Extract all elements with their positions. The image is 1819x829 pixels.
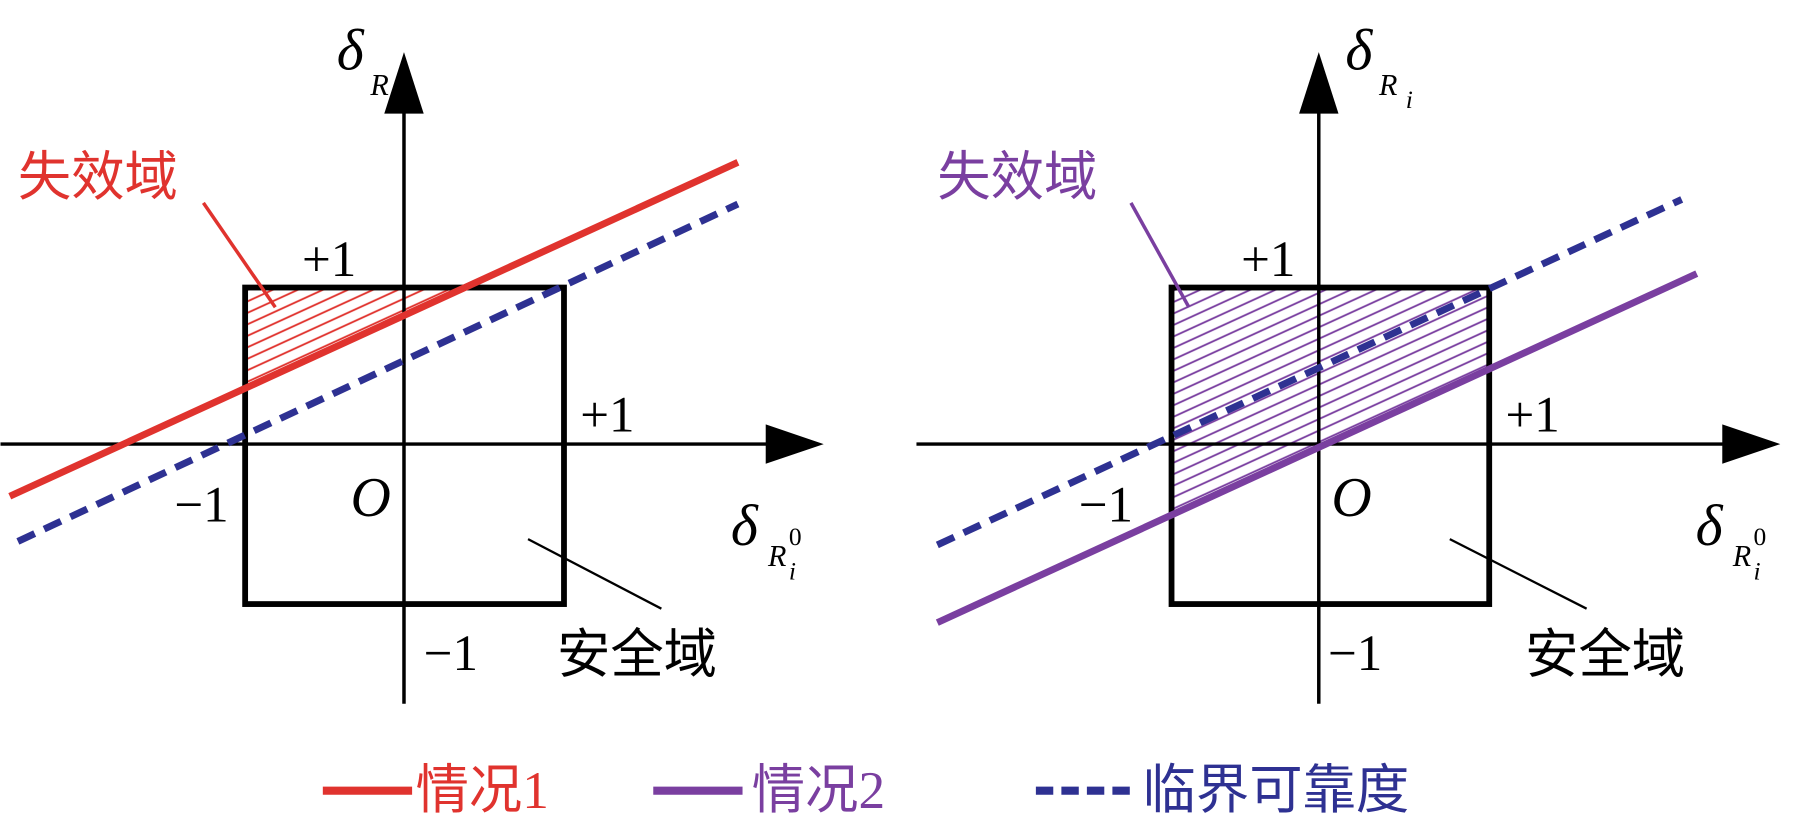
origin-label: O (351, 467, 391, 529)
x-axis-label: δ R 0 i (1696, 493, 1767, 586)
svg-text:δ: δ (1345, 18, 1373, 83)
y-axis-label: δ R i (337, 18, 404, 114)
right-panel: 失效域 安全域 +1 +1 −1 −1 O δ R i δ R 0 i (916, 18, 1781, 704)
x-axis-arrow-icon (765, 424, 824, 464)
svg-text:R: R (767, 539, 786, 573)
case2-line (935, 270, 1699, 626)
svg-text:i: i (789, 557, 796, 586)
svg-text:i: i (1754, 557, 1761, 586)
critical-line (935, 196, 1684, 549)
failure-leader (201, 201, 277, 309)
origin-label: O (1332, 467, 1372, 529)
svg-text:R: R (1378, 68, 1397, 102)
legend-case2-label: 情况2 (752, 760, 885, 820)
failure-leader (1129, 202, 1191, 309)
y-axis-arrow-icon (1299, 52, 1339, 114)
legend-case1-label: 情况1 (416, 760, 549, 820)
x-plus-one: +1 (580, 387, 634, 443)
svg-text:δ: δ (337, 18, 365, 83)
svg-text:i: i (1406, 85, 1413, 114)
safe-box (1168, 284, 1493, 607)
safe-leader (527, 538, 662, 610)
svg-text:R: R (1732, 539, 1751, 573)
failure-label: 失效域 (937, 147, 1097, 207)
x-axis-label: δ R 0 i (731, 493, 802, 586)
y-axis-arrow-icon (384, 52, 424, 114)
case1-line (8, 159, 740, 500)
x-axis-arrow-icon (1722, 424, 1781, 464)
legend-critical-label: 临界可靠度 (1143, 760, 1410, 820)
x-plus-one: +1 (1505, 387, 1559, 443)
y-minus-one: −1 (424, 626, 478, 682)
y-plus-one: +1 (302, 232, 356, 288)
safe-leader (1449, 538, 1588, 610)
safe-box (242, 284, 567, 607)
svg-text:i: i (397, 85, 404, 114)
y-plus-one: +1 (1241, 232, 1295, 288)
x-minus-one: −1 (174, 478, 228, 534)
svg-text:δ: δ (731, 493, 759, 558)
x-minus-one: −1 (1079, 478, 1133, 534)
safe-label: 安全域 (557, 624, 717, 684)
y-minus-one: −1 (1328, 626, 1382, 682)
svg-text:0: 0 (789, 522, 802, 551)
y-axis-label: δ R i (1345, 18, 1412, 114)
critical-line (16, 200, 740, 545)
left-panel: 失效域 安全域 +1 +1 −1 −1 O δ R i δ R 0 i (0, 18, 824, 704)
failure-region-hatch (1171, 287, 1490, 515)
safe-label: 安全域 (1525, 624, 1685, 684)
legend: 情况1 情况2 临界可靠度 (322, 760, 1410, 820)
svg-text:R: R (369, 68, 388, 102)
svg-text:0: 0 (1754, 522, 1767, 551)
svg-text:δ: δ (1696, 493, 1724, 558)
failure-label: 失效域 (18, 147, 178, 207)
